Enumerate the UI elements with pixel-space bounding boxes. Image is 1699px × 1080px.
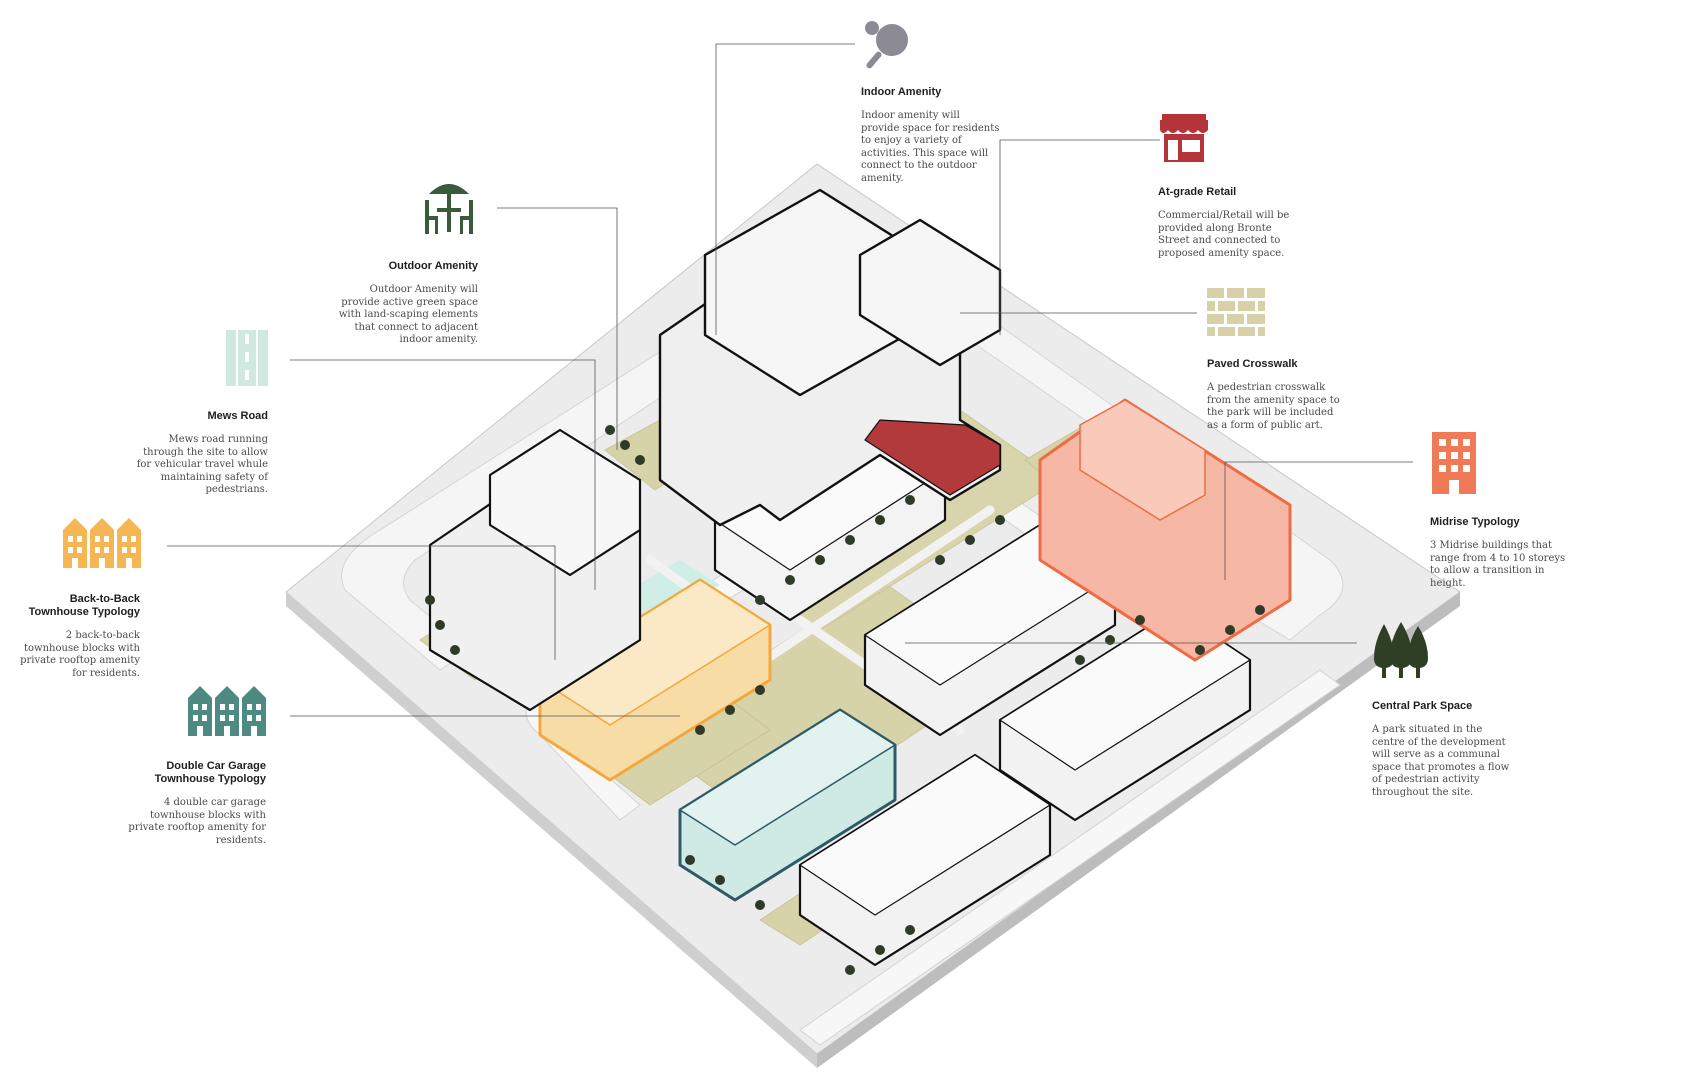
double-car-garage-townhouse-block	[678, 708, 897, 902]
back-to-back-townhouse-block	[538, 578, 772, 782]
coral-midrise	[1038, 398, 1292, 662]
callout-paved-crosswalk: Paved Crosswalk A pedestrian crosswalk f…	[1207, 358, 1347, 432]
road-icon	[226, 330, 268, 386]
callout-title: Paved Crosswalk	[1207, 358, 1298, 370]
storefront-icon	[1160, 114, 1208, 162]
callout-title: Central Park Space	[1372, 700, 1473, 712]
callout-outdoor-amenity: Outdoor Amenity Outdoor Amenity will pro…	[338, 260, 478, 347]
callout-back-to-back-townhouse: Back-to-Back Townhouse Typology 2 back-t…	[10, 593, 140, 680]
trees	[425, 425, 1265, 975]
townhouse-row-icon	[63, 518, 141, 568]
callout-description: 3 Midrise buildings that range from 4 to…	[1430, 540, 1566, 589]
callout-indoor-amenity: Indoor Amenity Indoor amenity will provi…	[861, 86, 1001, 185]
townhouse-row-icon	[188, 686, 266, 736]
callout-title: At-grade Retail	[1158, 186, 1237, 198]
callout-title: Midrise Typology	[1430, 516, 1520, 528]
callout-description: 2 back-to-back townhouse blocks with pri…	[20, 630, 140, 679]
callout-description: 4 double car garage townhouse blocks wit…	[128, 797, 266, 846]
apartment-building-icon	[1432, 432, 1476, 494]
callout-description: Mews road running through the site to al…	[136, 434, 268, 495]
patio-table-umbrella-icon	[425, 184, 473, 234]
callout-at-grade-retail: At-grade Retail Commercial/Retail will b…	[1158, 186, 1296, 260]
callout-title: Outdoor Amenity	[388, 260, 478, 272]
callout-title: Mews Road	[207, 410, 268, 422]
left-midrise	[428, 428, 642, 712]
tall-l-building	[658, 188, 1002, 527]
callout-title: Indoor Amenity	[861, 86, 942, 98]
callout-double-car-garage-townhouse: Double Car Garage Townhouse Typology 4 d…	[126, 760, 266, 847]
callout-description: A pedestrian crosswalk from the amenity …	[1207, 382, 1340, 431]
leader-lines	[167, 43, 1413, 717]
callout-description: Outdoor Amenity will provide active gree…	[338, 284, 478, 345]
callout-central-park-space: Central Park Space A park situated in th…	[1372, 700, 1517, 799]
callout-description: A park situated in the centre of the dev…	[1372, 724, 1510, 798]
callout-mews-road: Mews Road Mews road running through the …	[128, 410, 268, 497]
callout-title: Back-to-Back Townhouse Typology	[28, 593, 140, 618]
trees-icon	[1374, 622, 1428, 678]
callout-description: Indoor amenity will provide space for re…	[861, 110, 1000, 184]
callout-description: Commercial/Retail will be provided along…	[1158, 210, 1290, 259]
ping-pong-paddle-icon	[865, 21, 908, 69]
callout-midrise-typology: Midrise Typology 3 Midrise buildings tha…	[1430, 516, 1566, 590]
callout-title: Double Car Garage Townhouse Typology	[154, 760, 266, 785]
paver-bricks-icon	[1207, 288, 1265, 336]
